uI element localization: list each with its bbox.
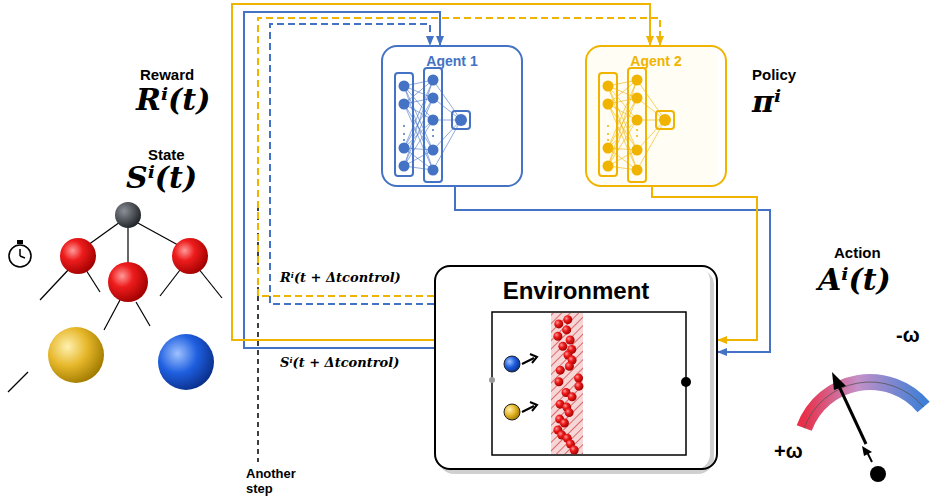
signal-connector — [455, 187, 770, 352]
node-title: Agent 2 — [587, 53, 725, 69]
agent-box: Agent 2 — [585, 45, 727, 187]
range-label: +ω — [774, 440, 803, 463]
signal-connector — [652, 187, 757, 340]
node-title: Environment — [436, 277, 716, 305]
math-symbol: πⁱ — [752, 84, 781, 119]
agent-box: Agent 1 — [381, 45, 523, 187]
signal-label: Sⁱ(t + Δtcontrol) — [280, 355, 399, 370]
range-label: -ω — [896, 324, 920, 347]
math-symbol: Aⁱ(t) — [818, 262, 891, 297]
axis-caption: Action — [834, 244, 881, 261]
axis-caption: Reward — [140, 66, 194, 83]
math-symbol: Rⁱ(t) — [136, 82, 210, 117]
math-symbol: Sⁱ(t) — [126, 160, 197, 195]
signal-connector — [258, 18, 660, 296]
signal-connector — [270, 24, 434, 304]
signal-connector — [244, 12, 440, 348]
step-note: Another step — [246, 466, 310, 496]
axis-caption: Policy — [752, 66, 796, 83]
node-title: Agent 1 — [383, 53, 521, 69]
signal-label: Rⁱ(t + Δtcontrol) — [280, 270, 401, 285]
environment-box: Environment — [434, 265, 718, 470]
